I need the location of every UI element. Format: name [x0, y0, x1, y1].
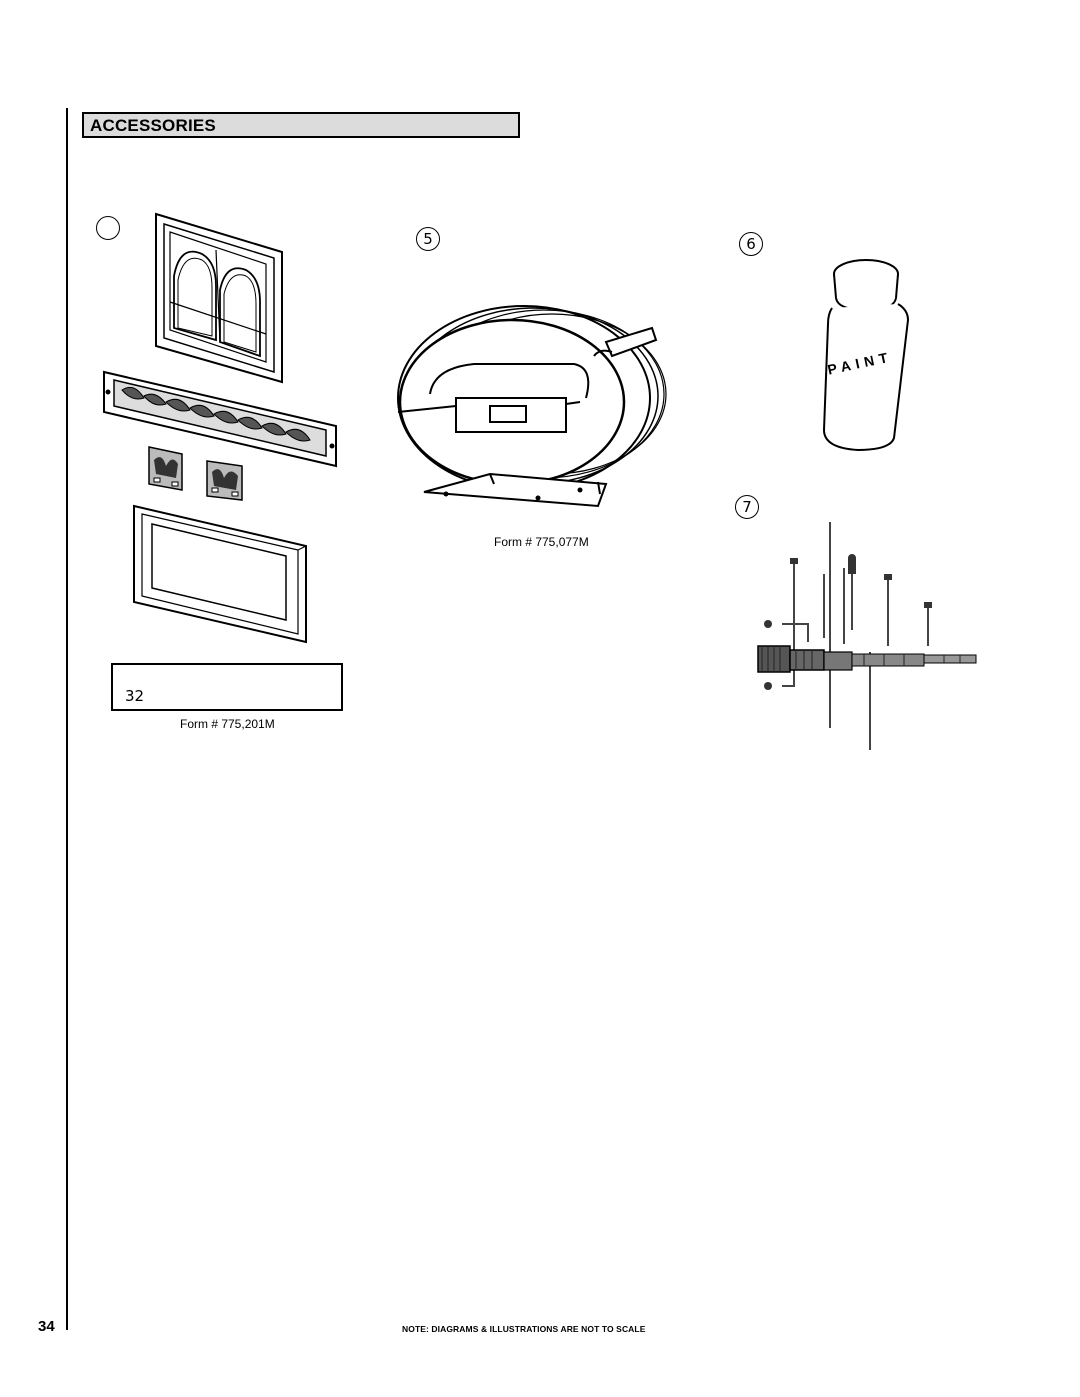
item-number-5: 5 [416, 227, 440, 251]
trim-frame-illustration [133, 504, 307, 644]
section-header: ACCESSORIES [82, 112, 520, 138]
item-number-6: 6 [739, 232, 763, 256]
blower-assembly-illustration [397, 305, 667, 508]
footer-note: NOTE: DIAGRAMS & ILLUSTRATIONS ARE NOT T… [402, 1324, 646, 1334]
door-panel-illustration [155, 212, 283, 384]
section-title: ACCESSORIES [90, 116, 216, 135]
margin-rule [66, 108, 68, 1330]
form-number-label-5: Form # 775,077M [494, 535, 589, 549]
decorative-grille-illustration [103, 370, 337, 468]
item-number-7: 7 [735, 495, 759, 519]
reference-box: 32 [111, 663, 343, 711]
bracket-right-illustration [206, 460, 243, 501]
page-number: 34 [38, 1318, 55, 1335]
gas-valve-kit-illustration [757, 522, 977, 750]
item-number-1 [96, 216, 120, 240]
form-number-label-1: Form # 775,201M [180, 717, 275, 731]
paint-can-illustration [822, 259, 910, 452]
bracket-left-illustration [148, 446, 183, 491]
reference-number: 32 [125, 687, 145, 705]
